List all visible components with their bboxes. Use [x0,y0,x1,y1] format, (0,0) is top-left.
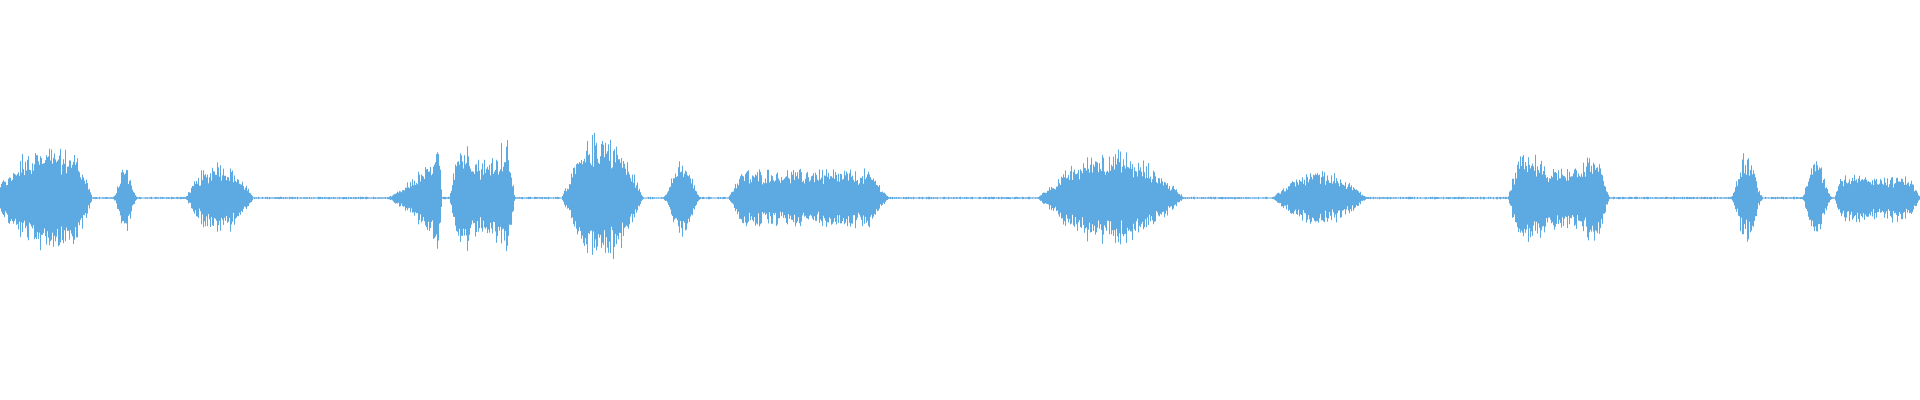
waveform-trace [0,132,1920,259]
